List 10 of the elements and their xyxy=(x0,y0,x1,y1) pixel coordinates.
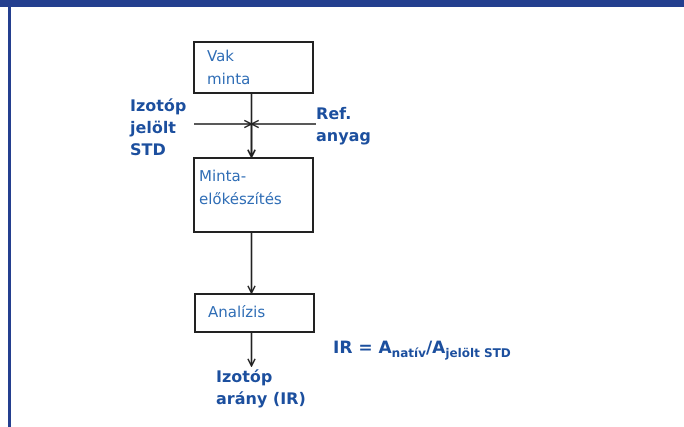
process-box: Minta-előkészítés xyxy=(193,157,314,233)
arrow xyxy=(247,333,256,367)
flow-label: Izotóp jelölt STD xyxy=(130,95,194,161)
process-box: Vak minta xyxy=(193,41,314,94)
arrow xyxy=(247,120,316,157)
process-box: Analízis xyxy=(194,293,315,333)
arrow xyxy=(247,233,256,294)
flow-label: Ref. anyag xyxy=(316,103,396,147)
formula: IR = A$_{natív}$/A$_{jelölt STD}$ xyxy=(333,338,511,360)
flow-label: Izotóp arány (IR) xyxy=(216,366,316,410)
